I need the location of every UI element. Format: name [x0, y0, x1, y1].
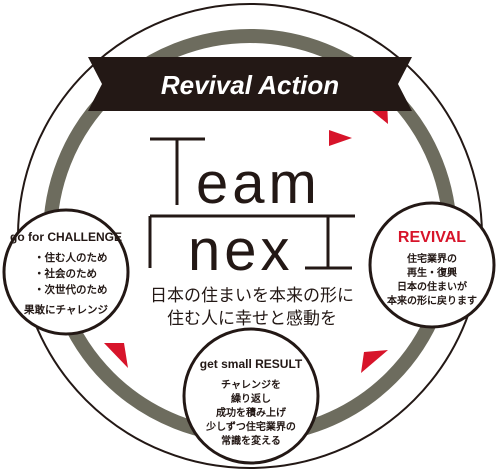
revival-line: 本来の形に戻ります: [387, 294, 477, 307]
revival-circle: [368, 201, 496, 329]
revival-title: REVIVAL: [398, 229, 466, 246]
banner-ribbon: [88, 57, 412, 111]
challenge-item: ・住む人のため: [34, 251, 108, 264]
logo-word-next: nex: [188, 218, 294, 283]
banner-label: Revival Action: [161, 70, 339, 100]
revival-line: 住宅業界の: [407, 252, 457, 265]
challenge-item: ・次世代のため: [34, 283, 108, 296]
result-node: get small RESULT チャレンジを 繰り返し 成功を積み上げ 少しず…: [182, 327, 320, 465]
banner: Revival Action: [88, 57, 412, 111]
cycle-arrow-right: [361, 350, 388, 373]
result-line: チャレンジを: [221, 379, 281, 391]
logo-word-team: eam: [196, 151, 321, 216]
challenge-circle: [2, 208, 130, 336]
tagline-line2: 住む人に幸せと感動を: [167, 309, 337, 329]
revival-line: 日本の住まいが: [397, 280, 468, 293]
result-line: 常識を変える: [221, 434, 281, 447]
result-line: 繰り返し: [231, 392, 271, 405]
challenge-footer: 果敢にチャレンジ: [23, 303, 108, 316]
result-title: get small RESULT: [200, 357, 303, 371]
logo-flag-icon: [329, 130, 352, 146]
challenge-node: go for CHALLENGE ・住む人のため ・社会のため ・次世代のため …: [2, 208, 130, 336]
result-line: 成功を積み上げ: [216, 406, 287, 419]
revival-node: REVIVAL 住宅業界の 再生・復興 日本の住まいが 本来の形に戻ります: [368, 201, 496, 329]
tagline-line1: 日本の住まいを本来の形に: [150, 286, 354, 306]
team-next-logo: eam nex: [148, 130, 355, 283]
revival-line: 再生・復興: [407, 266, 457, 279]
challenge-item: ・社会のため: [34, 267, 97, 280]
challenge-title: go for CHALLENGE: [10, 230, 122, 244]
result-line: 少しずつ住宅業界の: [205, 420, 296, 433]
result-circle: [182, 327, 320, 465]
cycle-arrow-left: [104, 343, 128, 368]
